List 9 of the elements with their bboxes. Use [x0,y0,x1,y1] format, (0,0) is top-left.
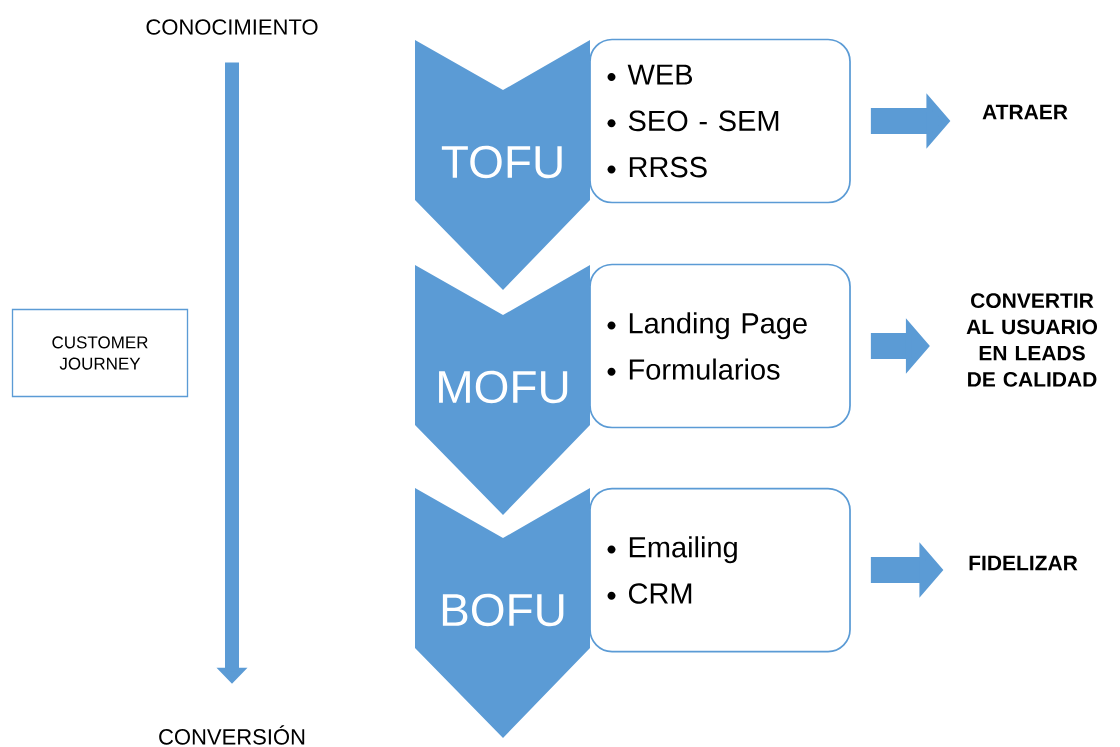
stage-goal: FIDELIZAR [969,555,1078,571]
list-box: WEB SEO - SEM RRSS [589,38,851,204]
axis-end-label: CONOCIMIENTO [146,19,318,35]
list-box: Landing Page Formularios [589,263,851,429]
list-box: Emailing CRM [589,487,851,653]
stage-goal: CONVERTIR AL USUARIO EN LEADS DE CALIDAD [966,293,1098,387]
stage-goal: ATRAER [982,104,1068,120]
label-box: CUSTOMER JOURNEY [11,308,189,398]
axis-end-label: CONVERSIÓN [159,725,305,745]
